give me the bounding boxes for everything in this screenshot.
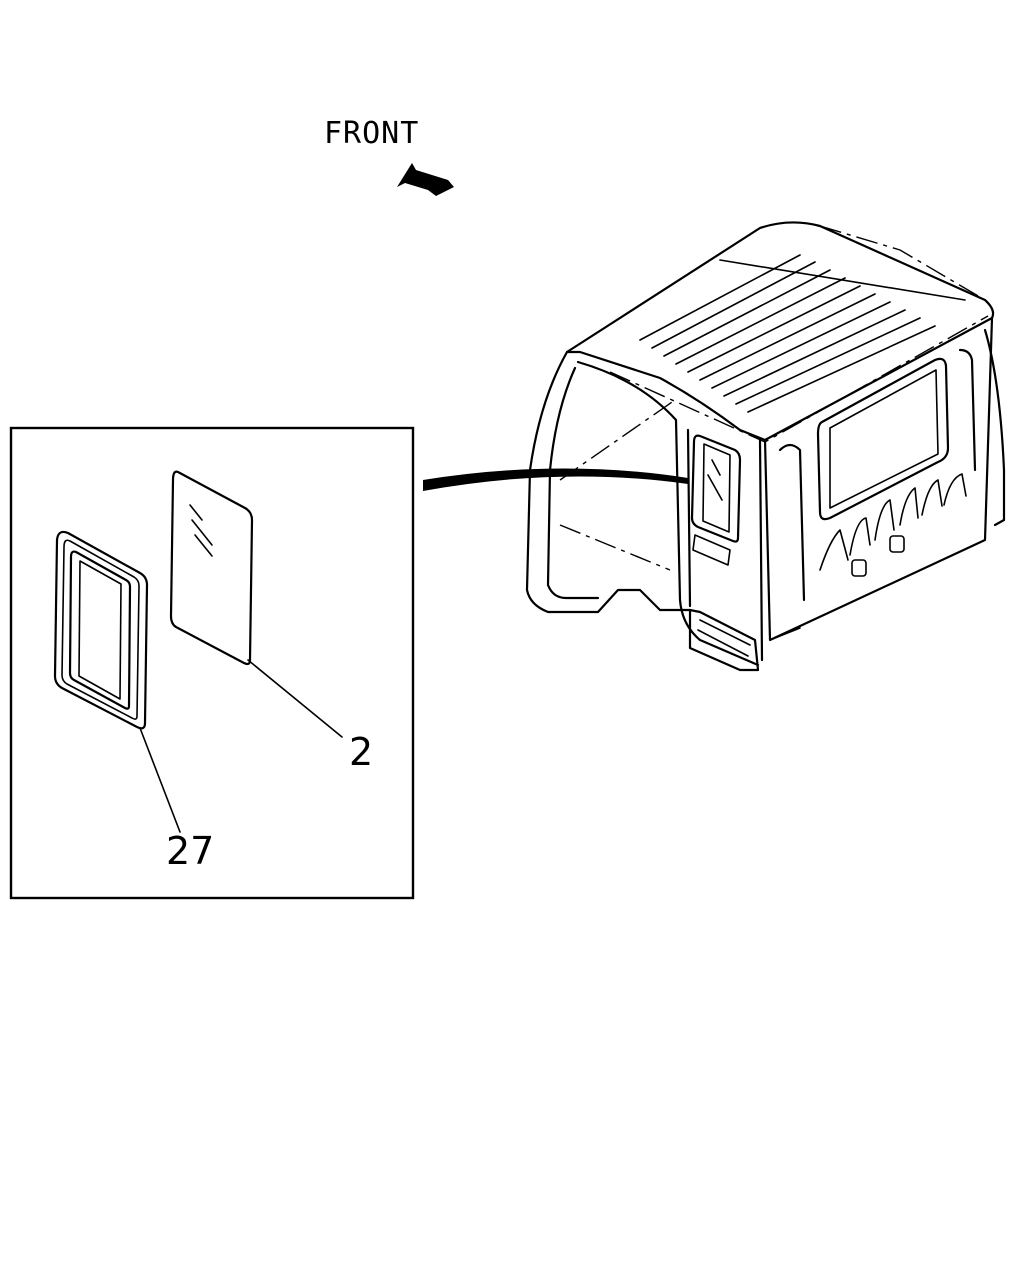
roof-ribs (639, 254, 966, 413)
truck-cab (525, 221, 1006, 672)
front-indicator: FRONT (324, 116, 454, 196)
cab-front-pillar (525, 350, 692, 614)
inset-frame (9, 426, 415, 900)
leader-weatherstrip (139, 727, 181, 833)
back-wall-embossing (819, 473, 967, 577)
cab-rear-window (690, 434, 742, 566)
detail-inset: 2 27 (9, 426, 415, 900)
cab-back-window (816, 357, 950, 521)
glass-pane (169, 470, 254, 666)
callout-weatherstrip: 27 (166, 829, 214, 873)
step-well (688, 608, 760, 672)
cab-back-wall (763, 316, 994, 642)
arrow-up-left-icon (397, 163, 454, 196)
front-label: FRONT (324, 116, 419, 151)
door-opening (576, 360, 760, 667)
callout-glass: 2 (349, 730, 373, 774)
leader-glass (247, 659, 343, 738)
leader-band (423, 468, 688, 491)
cab-roof (565, 221, 995, 442)
weatherstrip-frame (53, 530, 149, 730)
